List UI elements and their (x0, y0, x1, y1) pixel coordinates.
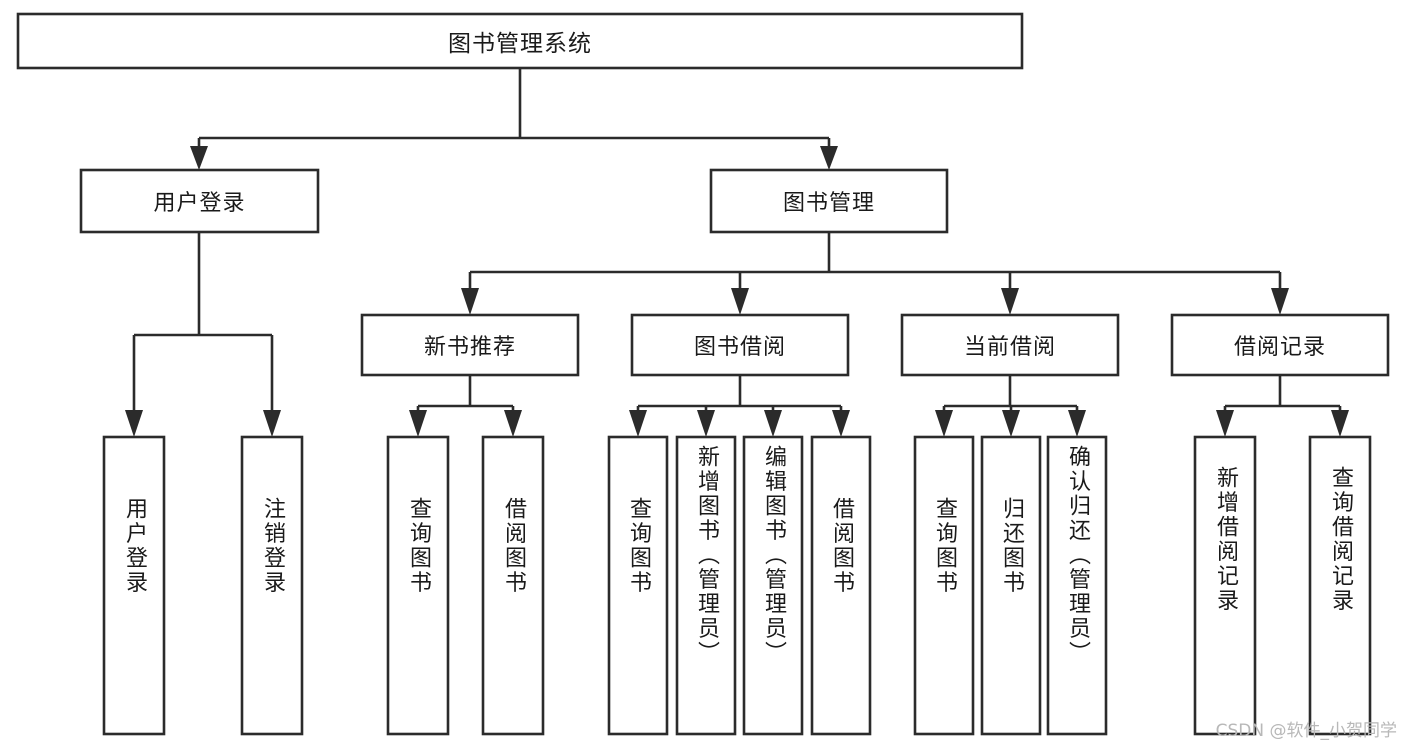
leaf-box-book-borrow-1[interactable] (607, 435, 669, 736)
arrow-borrowrecord-leaf-2 (1331, 410, 1349, 437)
arrow-bookborrow-leaf-2 (697, 410, 715, 437)
arrow-userlogin-leaf-2 (263, 410, 281, 437)
leaf-box-new-book-2[interactable] (481, 435, 545, 736)
leaf-box-current-borrow-1[interactable] (913, 435, 975, 736)
node-new-book-recommend[interactable] (360, 313, 580, 377)
arrow-newbook-leaf-1 (409, 410, 427, 437)
leaf-box-new-book-1[interactable] (386, 435, 450, 736)
node-borrow-record[interactable] (1170, 313, 1390, 377)
arrow-bookmanage-to-new-book (461, 288, 479, 315)
node-current-borrow[interactable] (900, 313, 1120, 377)
leaf-box-current-borrow-2[interactable] (980, 435, 1042, 736)
arrow-bookborrow-leaf-1 (629, 410, 647, 437)
leaf-box-borrow-record-2[interactable] (1308, 435, 1372, 736)
node-book-borrow[interactable] (630, 313, 850, 377)
arrow-newbook-leaf-2 (504, 410, 522, 437)
connector-layer (125, 68, 1349, 437)
node-user-login[interactable] (79, 168, 320, 234)
node-layer (16, 12, 1390, 736)
node-book-management[interactable] (709, 168, 949, 234)
arrow-bookborrow-leaf-3 (764, 410, 782, 437)
arrow-borrowrecord-leaf-1 (1216, 410, 1234, 437)
arrow-bookmanage-to-borrow (731, 288, 749, 315)
arrow-bookborrow-leaf-4 (832, 410, 850, 437)
arrow-root-to-book-manage (820, 146, 838, 170)
arrow-currentborrow-leaf-3 (1068, 410, 1086, 437)
leaf-box-user-login-2[interactable] (240, 435, 304, 736)
leaf-box-book-borrow-4[interactable] (810, 435, 872, 736)
leaf-box-book-borrow-2[interactable] (675, 435, 737, 736)
arrow-bookmanage-to-record (1271, 288, 1289, 315)
node-root-book-management-system[interactable] (16, 12, 1024, 70)
arrow-bookmanage-to-current (1001, 288, 1019, 315)
leaf-box-user-login-1[interactable] (102, 435, 166, 736)
arrow-userlogin-leaf-1 (125, 410, 143, 437)
arrow-root-to-user-login (190, 146, 208, 170)
leaf-box-borrow-record-1[interactable] (1193, 435, 1257, 736)
arrow-currentborrow-leaf-2 (1002, 410, 1020, 437)
arrow-currentborrow-leaf-1 (935, 410, 953, 437)
leaf-box-book-borrow-3[interactable] (742, 435, 804, 736)
leaf-box-current-borrow-3[interactable] (1046, 435, 1108, 736)
